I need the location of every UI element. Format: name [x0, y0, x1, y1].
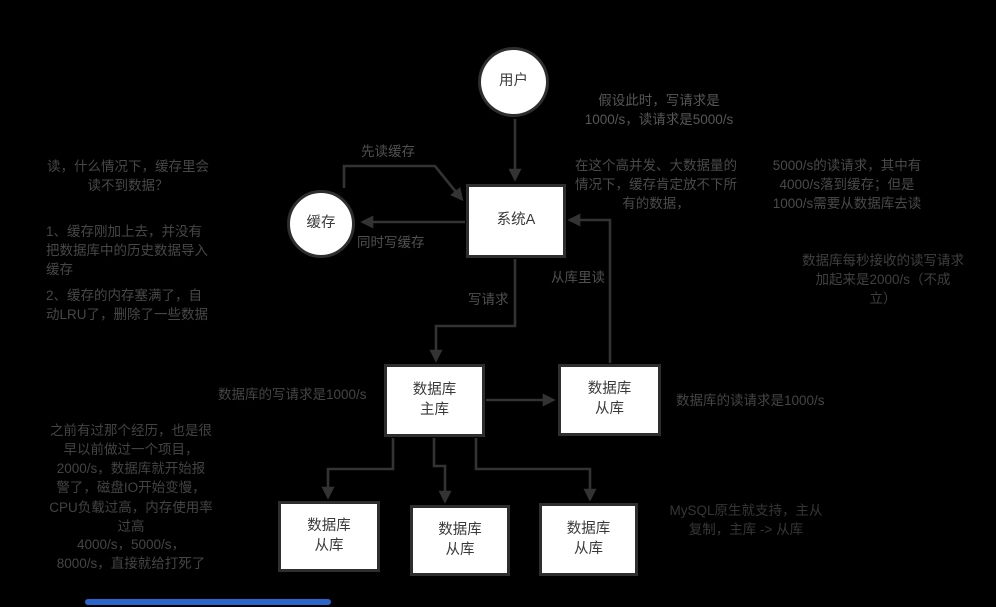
annotation-db-read-1000: 数据库的读请求是1000/s [676, 393, 825, 408]
node-db-slave-2: 数据库 从库 [410, 505, 510, 576]
edge-master-to-slave-2 [432, 438, 452, 504]
edge-label-read-from-slave: 从库里读 [551, 270, 605, 285]
node-db-slave-3: 数据库 从库 [539, 503, 638, 576]
annotation-cache-miss-reason-1: 1、缓存刚加上去，并没有 把数据库中的历史数据导入 缓存 [46, 224, 208, 278]
annotation-overload: 4000/s，5000/s， 8000/s，直接就给打死了 [56, 537, 206, 572]
annotation-mysql-replication: MySQL原生就支持，主从 复制，主库 -> 从库 [669, 503, 823, 538]
edge-master-to-slave-1 [321, 438, 395, 500]
node-system-a: 系统A [466, 184, 566, 258]
node-db-slave-right: 数据库 从库 [558, 364, 661, 436]
edge-master-to-slave-3 [474, 438, 597, 502]
annotation-cache-miss-question: 读，什么情况下，缓存里会 读不到数据？ [47, 159, 209, 194]
annotation-cache-miss-reason-2: 2、缓存的内存塞满了，自 动LRU了，删除了一些数据 [46, 288, 209, 323]
node-user: 用户 [478, 47, 549, 117]
node-cache: 缓存 [287, 190, 355, 258]
video-progress-bar[interactable] [85, 599, 331, 605]
annotation-high-concurrency: 在这个高并发、大数据量的 情况下，缓存肯定放不下所 有的数据， [575, 158, 737, 212]
edge-system-to-master-write [429, 259, 517, 363]
edge-label-write-request: 写请求 [468, 292, 509, 307]
node-db-master: 数据库 主库 [384, 364, 485, 437]
annotation-past-experience: 之前有过那个经历，也是很 早以前做过一个项目， 2000/s，数据库就开始报 警… [49, 423, 213, 534]
annotation-assume-request-rates: 假设此时，写请求是 1000/s，读请求是5000/s [584, 93, 734, 128]
annotation-db-write-1000: 数据库的写请求是1000/s [218, 387, 367, 402]
edge-label-read-cache-first: 先读缓存 [361, 144, 415, 159]
node-db-slave-1: 数据库 从库 [278, 501, 380, 572]
annotation-db-2000: 数据库每秒接收的读写请求 加起来是2000/s（不成 立） [802, 253, 964, 307]
edge-label-write-cache-same-time: 同时写缓存 [357, 235, 425, 250]
edge-cache-to-system-read-first [342, 164, 464, 202]
edge-slave-to-system-read [567, 213, 612, 363]
annotation-read-5000: 5000/s的读请求，其中有 4000/s落到缓存；但是 1000/s需要从数据… [772, 158, 922, 212]
